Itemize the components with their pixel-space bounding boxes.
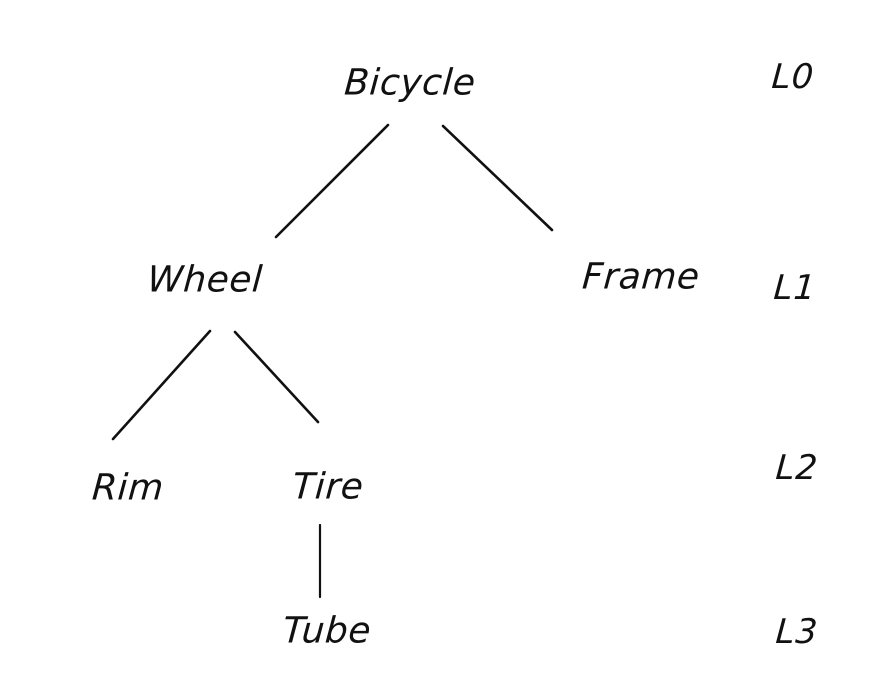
level-label-l2: L2: [774, 448, 820, 488]
node-wheel: Wheel: [145, 259, 265, 301]
edge-bicycle-frame: [441, 124, 554, 232]
edge-wheel-tire: [233, 330, 320, 424]
edge-wheel-rim: [111, 329, 212, 441]
level-label-l1: L1: [772, 268, 818, 308]
node-bicycle: Bicycle: [342, 62, 478, 104]
node-tube: Tube: [281, 610, 373, 652]
level-label-l3: L3: [774, 612, 820, 652]
edge-bicycle-wheel: [274, 123, 390, 239]
node-rim: Rim: [90, 467, 166, 509]
level-label-l0: L0: [770, 57, 816, 97]
node-tire: Tire: [291, 466, 365, 508]
node-frame: Frame: [580, 256, 702, 298]
